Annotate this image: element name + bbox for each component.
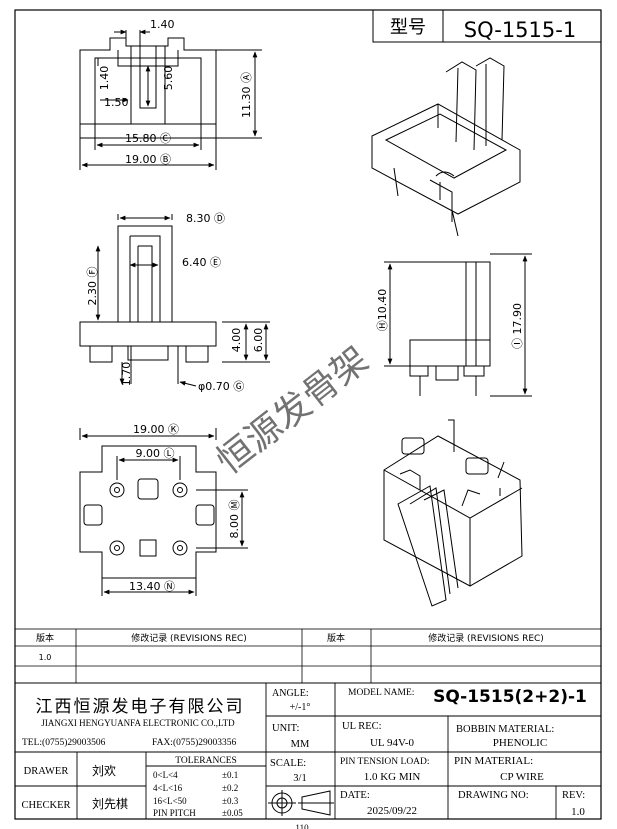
side-view	[384, 253, 532, 397]
projection-symbol-icon	[268, 790, 334, 816]
front-dim-1: 8.30 Ⓓ	[186, 212, 225, 225]
unit-value: MM	[291, 739, 310, 750]
bottom-dim-3: 8.00 Ⓜ	[228, 500, 241, 539]
header-model-label: 型号	[390, 17, 426, 38]
rev-col-record: 修改记录 (REVISIONS REC)	[131, 632, 247, 644]
scale-label: SCALE:	[270, 758, 306, 769]
tol-value-1: ±0.1	[222, 770, 238, 780]
pin-tension-value: 1.0 KG MIN	[364, 771, 421, 783]
tol-range-1: 0<L<4	[153, 770, 178, 780]
top-dim-5: 11.30 Ⓐ	[240, 72, 253, 118]
front-dim-6: 1.70	[120, 362, 133, 387]
rev-col-record-2: 修改记录 (REVISIONS REC)	[428, 632, 544, 644]
scale-value: 3/1	[293, 773, 306, 784]
ul-rec-label: UL REC:	[342, 721, 382, 732]
bobbin-material-label: BOBBIN MATERIAL:	[456, 724, 554, 735]
company-tel: TEL:(0755)29003506	[22, 737, 106, 748]
top-dim-6: 15.80 Ⓒ	[125, 132, 171, 145]
rev-col-version-2: 版本	[327, 632, 345, 644]
model-name-value: SQ-1515(2+2)-1	[433, 687, 587, 707]
top-dim-7: 19.00 Ⓑ	[125, 153, 171, 166]
title-block-lines	[14, 682, 602, 820]
pin-material-value: CP WIRE	[500, 771, 544, 783]
rev-first-version: 1.0	[39, 653, 52, 662]
drawer-label: DRAWER	[24, 766, 69, 777]
front-dim-3: 2.30 Ⓕ	[86, 267, 99, 306]
tol-range-3: 16<L<50	[153, 796, 187, 806]
tol-range-4: PIN PITCH	[153, 808, 196, 818]
front-view-dimensions: 8.30 Ⓓ 6.40 Ⓔ 2.30 Ⓕ 4.00 6.00 1.70 φ0.7…	[86, 212, 265, 393]
bottom-dim-1: 19.00 Ⓚ	[133, 423, 179, 436]
bottom-view-dimensions: 19.00 Ⓚ 9.00 Ⓛ 8.00 Ⓜ 13.40 Ⓝ	[129, 423, 241, 593]
bottom-dim-2: 9.00 Ⓛ	[136, 447, 175, 460]
top-dim-1: 1.40	[150, 18, 175, 31]
tol-value-4: ±0.05	[222, 808, 243, 818]
rev-label: REV:	[562, 790, 585, 801]
side-dim-2: Ⓘ 17.90	[511, 303, 524, 349]
side-dim-1: Ⓗ10.40	[376, 289, 389, 332]
iso-view-bottom	[383, 419, 523, 607]
tol-value-2: ±0.2	[222, 783, 238, 793]
company-name-cn: 江西恒源发电子有限公司	[36, 697, 245, 716]
iso-view-top	[371, 57, 521, 237]
top-view	[79, 29, 262, 170]
tol-value-3: ±0.3	[222, 796, 239, 806]
top-dim-4: 1.50	[104, 96, 129, 109]
pin-tension-label: PIN TENSION LOAD:	[340, 757, 430, 767]
model-name-label: MODEL NAME:	[348, 688, 414, 698]
checker-name: 刘先棋	[92, 797, 128, 811]
checker-label: CHECKER	[21, 800, 70, 811]
header-model-box: 型号 SQ-1515-1	[372, 9, 602, 43]
company-fax: FAX:(0755)29003356	[152, 737, 237, 748]
front-dim-5: 6.00	[252, 328, 265, 353]
revision-table-text: 版本 修改记录 (REVISIONS REC) 版本 修改记录 (REVISIO…	[36, 632, 544, 662]
company-name-en: JIANGXI HENGYUANFA ELECTRONIC CO.,LTD	[41, 718, 235, 728]
front-dim-7: φ0.70 Ⓖ	[198, 380, 244, 393]
front-dim-4: 4.00	[230, 328, 243, 353]
watermark: 恒源发骨架	[209, 339, 375, 481]
drawing-no-label: DRAWING NO:	[458, 790, 529, 801]
top-dim-2: 1.40	[98, 66, 111, 91]
date-value: 2025/09/22	[367, 805, 417, 817]
unit-label: UNIT:	[272, 723, 300, 734]
top-dim-3: 5.60	[162, 66, 175, 91]
bobbin-material-value: PHENOLIC	[493, 737, 547, 749]
rev-col-version: 版本	[36, 632, 54, 644]
page-bottom-mark: 110	[295, 823, 309, 829]
header-model-value: SQ-1515-1	[464, 18, 576, 42]
bottom-dim-4: 13.40 Ⓝ	[129, 580, 175, 593]
front-view	[79, 214, 270, 387]
tolerances-label: TOLERANCES	[175, 756, 237, 766]
front-dim-2: 6.40 Ⓔ	[182, 256, 221, 269]
ul-rec-value: UL 94V-0	[370, 737, 415, 749]
drawer-name: 刘欢	[92, 763, 116, 778]
title-block-text: 江西恒源发电子有限公司 JIANGXI HENGYUANFA ELECTRONI…	[21, 687, 586, 818]
date-label: DATE:	[340, 790, 370, 801]
bottom-view	[79, 428, 248, 596]
angle-value: +/-1°	[290, 702, 311, 713]
pin-material-label: PIN MATERIAL:	[454, 755, 533, 767]
top-view-dimensions: 1.40 1.40 5.60 1.50 11.30 Ⓐ 15.80 Ⓒ 19.0…	[98, 18, 253, 166]
tol-range-2: 4<L<16	[153, 783, 183, 793]
angle-label: ANGLE:	[272, 688, 309, 699]
side-view-dimensions: Ⓗ10.40 Ⓘ 17.90	[376, 289, 524, 349]
rev-value: 1.0	[571, 806, 585, 818]
